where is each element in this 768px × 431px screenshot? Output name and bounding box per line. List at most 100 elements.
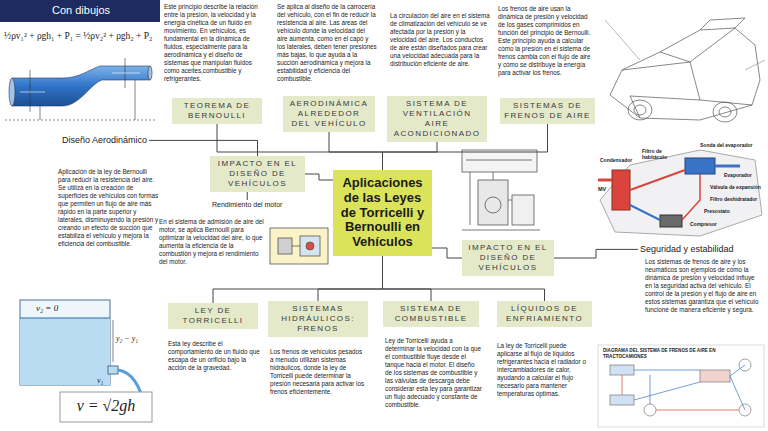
- branch-band: SISTEMAS DE FRENOS DE AIRE: [500, 98, 595, 124]
- node-text: Seguridad y estabilidad: [640, 244, 734, 255]
- engine-schematic-part: [485, 197, 501, 213]
- car-drawing-part: [660, 28, 735, 62]
- node-text: SISTEMA DE VENTILACIÓN AIRE ACONDICIONAD…: [391, 99, 483, 139]
- part-label: Presostato: [704, 208, 730, 214]
- description-text: En el sistema de admisión de aire del mo…: [159, 218, 264, 266]
- pipe-figure-part: [5, 120, 155, 121]
- title-text: Con dibujos: [0, 0, 160, 16]
- part-label: Sonda del evaporador: [700, 142, 753, 148]
- description-text: Esta ley describe el comportamiento de u…: [168, 340, 260, 372]
- pipe-figure-part: [135, 80, 136, 120]
- branch-band: TEOREMA DE BERNOULLI: [172, 98, 262, 124]
- pipe-figure-part: [9, 78, 15, 106]
- part-label: Válvula de expansión: [710, 184, 761, 190]
- pipe-figure-part: [30, 70, 31, 112]
- pipe-figure: [5, 58, 155, 120]
- branch-connector: [318, 256, 383, 301]
- formula-text: v₂ = 0: [36, 303, 58, 315]
- pipe-figure-part: [20, 92, 45, 93]
- description-text: Los frenos de vehículos pesados a menudo…: [270, 348, 367, 396]
- node-text: LEY DE TORRICELLI: [172, 306, 254, 326]
- car-drawing-part: [610, 28, 760, 120]
- ac-diagram-part: [660, 215, 682, 227]
- intake-diagram: [270, 228, 328, 264]
- part-label: Filtro deshidratador: [710, 196, 757, 202]
- car-drawing-part: [719, 107, 731, 117]
- engine-schematic-part: [466, 160, 532, 161]
- part-label: DIAGRAMA DEL SISTEMA DE FRENOS DE AIRE E…: [603, 348, 753, 360]
- air-brake-diagram-part: [644, 404, 656, 416]
- part-label: Condensador: [600, 157, 632, 163]
- branch-connector: [432, 248, 462, 258]
- ac-diagram-part: [630, 205, 660, 220]
- part-label: Evaporador: [724, 172, 752, 178]
- air-brake-diagram-part: [634, 365, 745, 410]
- branch-band: IMPACTO EN EL DISEÑO DE VEHÍCULOS: [462, 240, 554, 276]
- description-text: Aplicación de la ley de Bernoulli para r…: [58, 168, 160, 248]
- description-text: Se aplica al diseño de la carrocería del…: [277, 3, 377, 83]
- tank-figure-part: [20, 318, 110, 385]
- air-brake-diagram-part: [598, 345, 764, 427]
- intake-diagram-part: [292, 246, 300, 247]
- air-brake-diagram: [598, 345, 764, 427]
- node-text: TEOREMA DE BERNOULLI: [176, 101, 258, 121]
- car-drawing-part: [630, 96, 700, 118]
- pipe-figure-part: [112, 73, 140, 74]
- intake-diagram-part: [306, 242, 314, 250]
- tank-figure: [20, 300, 152, 422]
- description-text: Los frenos de aire usan la dinámica de p…: [498, 5, 594, 77]
- pipe-figure-part: [12, 66, 150, 106]
- branch-connector: [247, 192, 248, 200]
- car-drawing-part: [634, 105, 646, 115]
- air-brake-diagram-part: [610, 395, 634, 405]
- branch-connector: [383, 142, 438, 170]
- title-band: Con dibujos: [0, 0, 160, 22]
- engine-schematic-part: [478, 180, 508, 225]
- car-drawing-part: [690, 62, 752, 105]
- branch-connector: [213, 256, 383, 303]
- tank-figure-part: [108, 366, 118, 374]
- description-text: Este principio describe la relación entr…: [164, 3, 262, 83]
- car-drawing-part: [628, 100, 652, 120]
- tank-figure-part: [20, 318, 110, 319]
- node-text: SISTEMAS DE FRENOS DE AIRE: [504, 101, 591, 121]
- branch-band: SISTEMA DE COMBUSTIBLE: [383, 301, 479, 327]
- branch-band: SISTEMAS HIDRÁULICOS: FRENOS: [268, 301, 368, 337]
- formula-text: y₂ − y₁: [116, 334, 138, 344]
- part-label: Filtro de habitáculo: [642, 148, 682, 161]
- ac-diagram-part: [715, 165, 740, 168]
- branch-connector: [305, 174, 333, 180]
- tank-figure-part: [20, 300, 110, 385]
- branch-connector: [149, 140, 257, 156]
- node-text: SISTEMAS HIDRÁULICOS: FRENOS: [272, 304, 364, 334]
- node-text: LÍQUIDOS DE ENFRIAMIENTO: [501, 304, 588, 324]
- ac-diagram-part: [682, 174, 700, 220]
- branch-connector: [329, 132, 383, 170]
- engine-schematic-part: [462, 150, 537, 172]
- ac-diagram-part: [630, 170, 685, 190]
- branch-band: LÍQUIDOS DE ENFRIAMIENTO: [497, 301, 592, 327]
- car-drawing-part: [622, 62, 690, 70]
- car-drawing: [605, 18, 765, 122]
- node-text: Diseño Aerodinámico: [62, 135, 147, 146]
- part-label: Compresor: [690, 221, 717, 227]
- engine-schematic-part: [508, 200, 512, 201]
- branch-connector: [554, 249, 638, 258]
- branch-band: SISTEMA DE VENTILACIÓN AIRE ACONDICIONAD…: [387, 96, 487, 142]
- part-label: MV: [598, 186, 606, 193]
- formula-text: v = √2gh: [62, 396, 150, 416]
- branch-band: AERODINÁMICA ALREDEDOR DEL VEHÍCULO: [283, 96, 375, 132]
- car-drawing-part: [745, 60, 765, 70]
- ac-diagram-part: [685, 158, 715, 174]
- description-text: La ley de Torricelli puede aplicarse al …: [497, 342, 592, 398]
- description-text: Los sistemas de frenos de aire y los neu…: [645, 258, 760, 314]
- formula-text: v₁: [97, 376, 103, 386]
- ac-diagram-part: [612, 170, 630, 210]
- formula-text: ½ρv₁² + ρgh₁ + P₁ = ½ρv₂² + ρgh₂ + P₂: [4, 30, 152, 42]
- car-drawing-part: [700, 18, 745, 30]
- air-brake-diagram-part: [700, 370, 730, 382]
- engine-schematic-part: [512, 195, 534, 225]
- ac-diagram-part: [600, 150, 762, 236]
- tank-figure-part: [60, 392, 152, 422]
